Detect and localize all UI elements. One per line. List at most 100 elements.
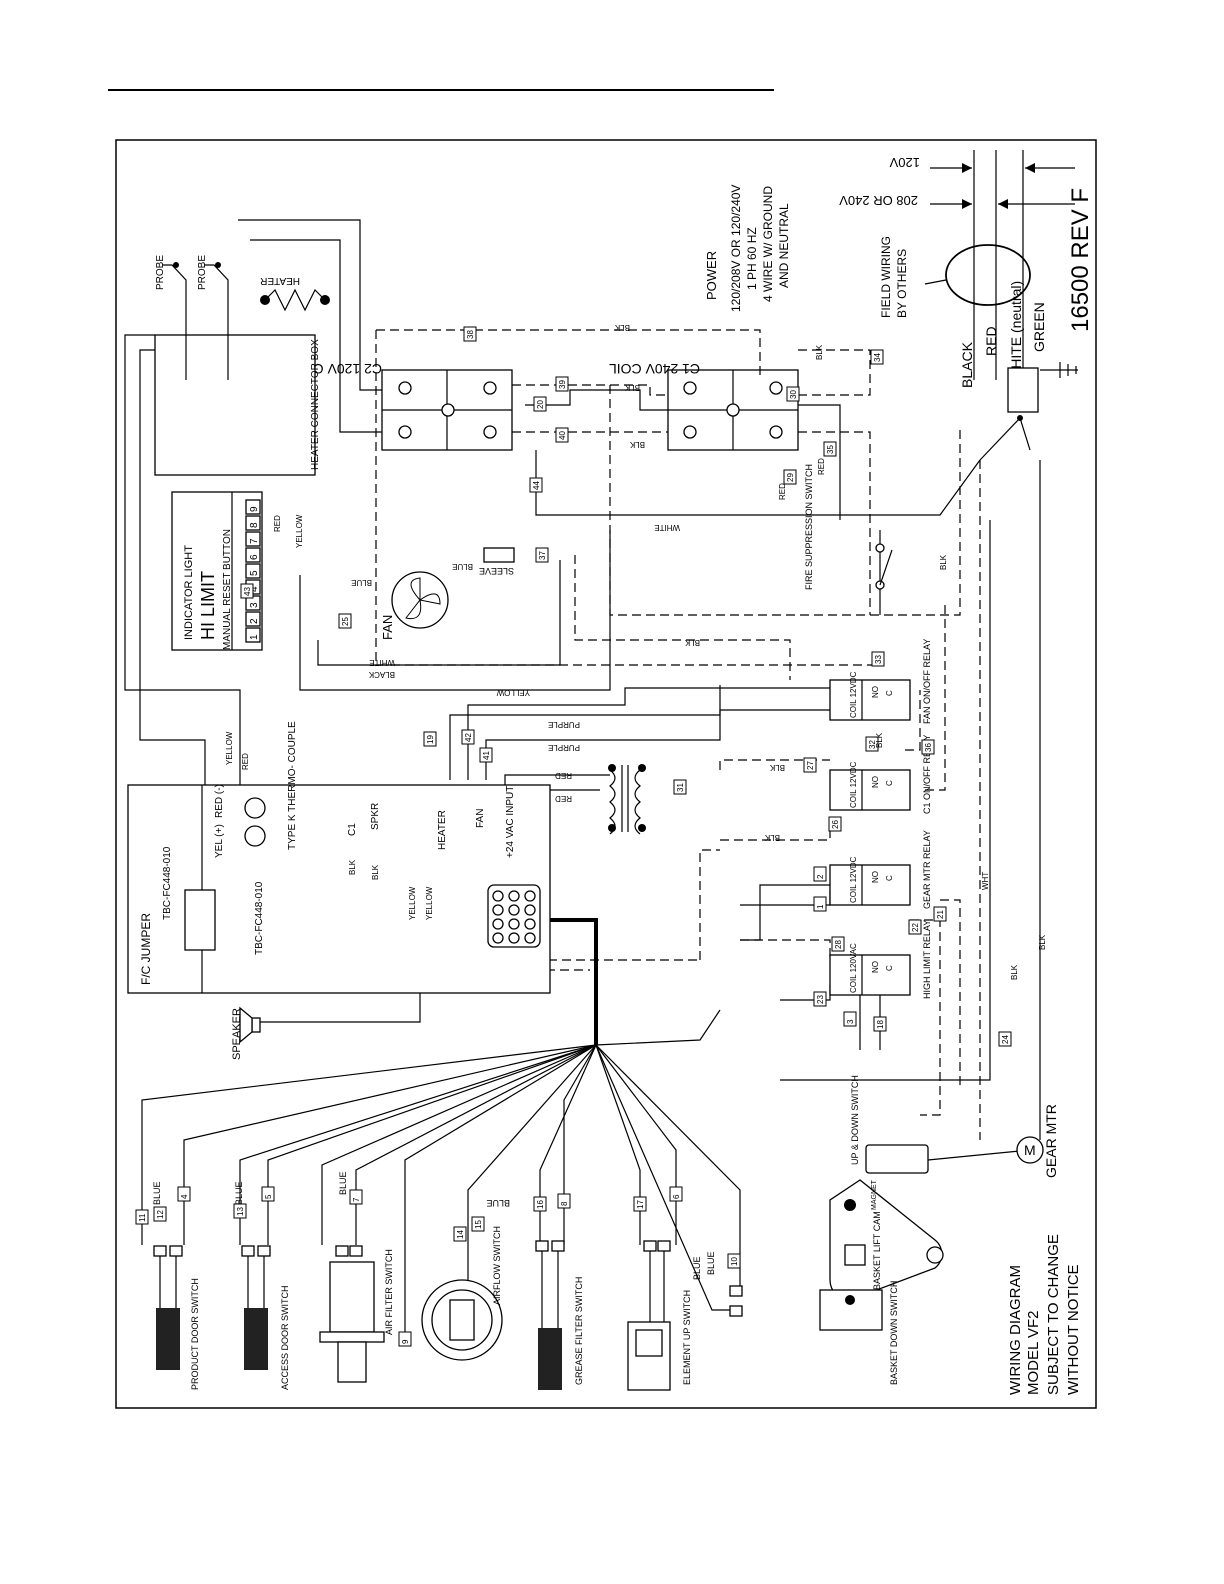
plug-connector	[551, 1240, 565, 1252]
gear-mtr-relay-no: NO	[871, 871, 880, 883]
hi-limit-terminal: 1	[249, 634, 260, 640]
c1-relay-coil-label: COIL 12VDC	[849, 761, 858, 808]
high-limit-relay-c: C	[885, 965, 894, 971]
wire-label-red-5: RED	[778, 483, 787, 500]
drawing-border	[115, 139, 1097, 1409]
high-limit-relay-label: HIGH LIMIT RELAY	[922, 920, 932, 999]
basket-lift-cam: MAGNET BASKET LIFT CAM	[829, 1179, 944, 1306]
wire-tag-18: 18	[873, 1016, 887, 1032]
connector-pin	[492, 932, 504, 944]
plug-connector	[643, 1240, 657, 1252]
wire-label-blk-4: BLK	[684, 638, 700, 647]
power-line-4: AND NEUTRAL	[777, 203, 791, 288]
wire-tag-38: 38	[463, 326, 477, 342]
gear-mtr-relay-label: GEAR MTR RELAY	[922, 830, 932, 909]
wire-tag-1: 1	[813, 896, 827, 912]
wire-label-blk-8: BLK	[939, 554, 948, 570]
plug-connector	[335, 1245, 349, 1257]
wire-tag-number: 30	[789, 390, 798, 399]
plug-connector	[349, 1245, 363, 1257]
wire-tag-number: 42	[464, 733, 473, 742]
wire-tag-43: 43	[240, 583, 254, 599]
hi-limit-terminal: 4	[249, 586, 260, 592]
wire-tag-7: 7	[349, 1189, 363, 1205]
fan-label: FAN	[380, 615, 395, 640]
fan-icon: FAN SLEEVE	[380, 547, 515, 640]
plug-connector	[729, 1285, 743, 1297]
wire-label-red-2: RED	[555, 794, 572, 803]
element-up-label: ELEMENT UP SWITCH	[682, 1290, 692, 1385]
up-down-label: UP & DOWN SWITCH	[850, 1075, 860, 1165]
connector-pin	[492, 890, 504, 902]
wire-tag-number: 27	[806, 761, 815, 770]
wire-label-blk-2: BLK	[624, 383, 640, 392]
plug-connector	[153, 1245, 167, 1257]
wire-tag-number: 28	[834, 940, 843, 949]
power-line-3: 4 WIRE W/ GROUND	[761, 186, 775, 302]
plug-connector	[169, 1245, 183, 1257]
basket-down-switch: BASKET DOWN SWITCH	[819, 1281, 899, 1385]
product-door-switch: PRODUCT DOOR SWITCH	[156, 1250, 200, 1390]
air-filter-switch: AIR FILTER SWITCH	[319, 1249, 394, 1383]
wire-label-yellow-3: YELLOW	[295, 514, 304, 548]
wire-tag-36: 36	[921, 739, 935, 755]
terminal-spkr-label: SPKR	[370, 803, 381, 830]
wire-tag-number: 31	[676, 783, 685, 792]
supply-red: RED	[983, 326, 999, 356]
basket-cam-label: BASKET LIFT CAM	[872, 1211, 882, 1290]
wire-label-red-4: RED	[273, 515, 282, 532]
wire-label-yellow-4: YELLOW	[408, 886, 417, 920]
wire-tag-5: 5	[261, 1186, 275, 1202]
red-minus-label: RED (-)	[214, 784, 225, 818]
wire-label-black: BLACK	[368, 670, 395, 679]
wire-tag-13: 13	[233, 1203, 247, 1219]
fc-jumper	[184, 889, 216, 951]
wire-tag-12: 12	[153, 1206, 167, 1222]
wire-tag-26: 26	[828, 816, 842, 832]
plug-connector	[257, 1245, 271, 1257]
wire-tag-number: 40	[558, 431, 567, 440]
wire-tag-number: 39	[558, 380, 567, 389]
high-limit-relay-no: NO	[871, 961, 880, 973]
wire-label-yellow-2: YELLOW	[225, 731, 234, 765]
drawing-number: 16500 REV F	[1067, 188, 1094, 332]
wire-label-purple-1: PURPLE	[548, 720, 580, 729]
wire-tag-number: 13	[236, 1207, 245, 1216]
voltage-208-240: 208 OR 240V	[839, 193, 918, 208]
wire-label-blue-1: BLUE	[351, 578, 372, 587]
fan-relay-coil-label: COIL 12VDC	[849, 671, 858, 718]
power-title: POWER	[704, 251, 719, 300]
wire-tag-28: 28	[831, 936, 845, 952]
access-door-label: ACCESS DOOR SWITCH	[280, 1285, 290, 1390]
wire-tag-32: 32	[865, 736, 879, 752]
c1-relay-c: C	[885, 780, 894, 786]
wire-tag-number: 16	[536, 1200, 545, 1209]
connector-pin	[524, 890, 536, 902]
plug-connector	[535, 1240, 549, 1252]
wire-tag-number: 38	[466, 330, 475, 339]
speaker-icon: SPEAKER	[231, 1006, 261, 1060]
air-filter-label: AIR FILTER SWITCH	[384, 1249, 394, 1335]
element-up-switch: ELEMENT UP SWITCH	[627, 1250, 692, 1391]
magnet-label: MAGNET	[871, 1179, 878, 1210]
hi-limit-terminal: 5	[249, 570, 260, 576]
wire-label-blk-top: BLK	[614, 323, 630, 332]
wire-tag-number: 3	[846, 1019, 855, 1024]
wire-tag-22: 22	[908, 919, 922, 935]
wire-label-blue-7: BLUE	[692, 1256, 702, 1280]
heater-section: HEATER CONNECTOR BOX PROBE PROBE HEATER	[154, 219, 382, 476]
wire-tag-31: 31	[673, 779, 687, 795]
wire-tag-27: 27	[803, 757, 817, 773]
wire-tag-number: 43	[243, 587, 252, 596]
wire-label-blk-11: BLK	[348, 859, 357, 875]
wire-tag-24: 24	[998, 1031, 1012, 1047]
wire-tag-number: 35	[826, 445, 835, 454]
wire-tag-30: 30	[786, 386, 800, 402]
airflow-label: AIRFLOW SWITCH	[492, 1226, 502, 1305]
power-line-1: 120/208V OR 120/240V	[729, 185, 743, 312]
wire-tag-19: 19	[423, 731, 437, 747]
speaker-label: SPEAKER	[231, 1008, 243, 1060]
